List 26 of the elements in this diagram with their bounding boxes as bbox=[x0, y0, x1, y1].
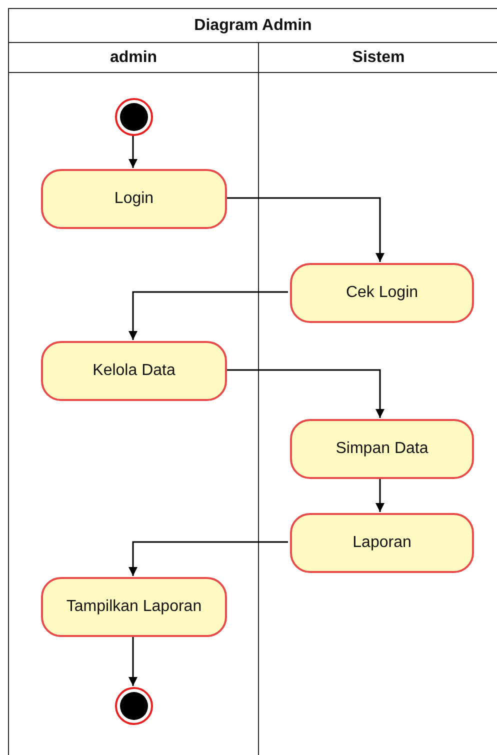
swimlane-pool bbox=[8, 8, 497, 755]
end-node bbox=[115, 687, 153, 725]
lane-header: admin bbox=[9, 43, 258, 73]
action-box bbox=[290, 263, 474, 323]
arrow bbox=[226, 369, 384, 418]
arrow bbox=[226, 197, 384, 262]
swimlane bbox=[258, 43, 497, 755]
arrow bbox=[128, 291, 288, 340]
action-label: Laporan bbox=[352, 532, 412, 553]
action-label: Cek Login bbox=[344, 282, 420, 303]
arrow bbox=[128, 135, 138, 168]
action-box bbox=[41, 341, 227, 401]
arrow bbox=[376, 478, 384, 512]
action-box bbox=[290, 419, 474, 479]
arrow bbox=[128, 636, 138, 686]
action-box bbox=[41, 577, 227, 637]
action-box bbox=[41, 169, 227, 229]
action-label: Kelola Data bbox=[92, 360, 176, 381]
action-label: Simpan Data bbox=[334, 438, 430, 459]
arrow bbox=[128, 541, 288, 576]
pool-title: Diagram Admin bbox=[9, 9, 497, 43]
action-box bbox=[290, 513, 474, 573]
action-label: Tampilkan Laporan bbox=[65, 596, 203, 617]
lane-header: Sistem bbox=[259, 43, 497, 73]
action-label: Login bbox=[113, 188, 155, 209]
start-node bbox=[115, 98, 153, 136]
